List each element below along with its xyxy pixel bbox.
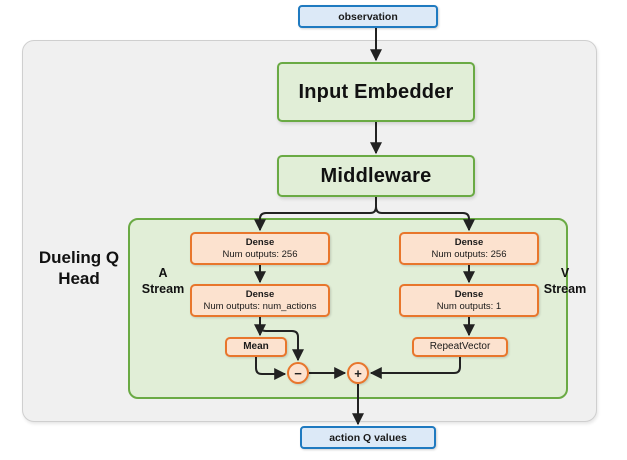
v-stream-dense-256-title: Dense: [454, 236, 484, 248]
a-stream-dense-256-title: Dense: [245, 236, 275, 248]
a-stream-label-line2: Stream: [141, 281, 185, 296]
a-stream-label-line1: A: [158, 266, 168, 280]
repeatvector-label: RepeatVector: [429, 340, 491, 352]
middleware-label: Middleware: [320, 164, 432, 187]
dueling-q-head-label: Dueling Q Head: [33, 248, 125, 289]
a-stream-dense-numactions-title: Dense: [245, 288, 275, 300]
repeatvector-box: RepeatVector: [412, 337, 508, 357]
mean-label: Mean: [243, 340, 269, 352]
v-stream-label: V Stream: [540, 266, 590, 297]
subtract-operator-glyph: −: [294, 365, 302, 381]
action-q-values-label: action Q values: [329, 431, 407, 444]
a-stream-dense-numactions-box: Dense Num outputs: num_actions: [190, 284, 330, 317]
add-operator-node: +: [347, 362, 369, 384]
mean-box: Mean: [225, 337, 287, 357]
v-stream-dense-256-subtitle: Num outputs: 256: [431, 248, 507, 260]
v-stream-label-line2: Stream: [543, 281, 587, 296]
a-stream-label: A Stream: [140, 266, 186, 297]
middleware-box: Middleware: [277, 155, 475, 197]
a-stream-dense-256-subtitle: Num outputs: 256: [222, 248, 298, 260]
v-stream-label-line1: V: [560, 266, 570, 280]
input-embedder-label: Input Embedder: [298, 80, 454, 103]
action-q-values-output-box: action Q values: [300, 426, 436, 449]
v-stream-dense-1-box: Dense Num outputs: 1: [399, 284, 539, 317]
a-stream-dense-256-box: Dense Num outputs: 256: [190, 232, 330, 265]
observation-input-box: observation: [298, 5, 438, 28]
add-operator-glyph: +: [354, 365, 362, 381]
v-stream-dense-1-subtitle: Num outputs: 1: [436, 300, 502, 312]
v-stream-dense-1-title: Dense: [454, 288, 484, 300]
subtract-operator-node: −: [287, 362, 309, 384]
observation-label: observation: [338, 10, 398, 23]
a-stream-dense-numactions-subtitle: Num outputs: num_actions: [203, 300, 317, 312]
input-embedder-box: Input Embedder: [277, 62, 475, 122]
v-stream-dense-256-box: Dense Num outputs: 256: [399, 232, 539, 265]
dueling-q-head-label-text: Dueling Q Head: [38, 248, 120, 288]
